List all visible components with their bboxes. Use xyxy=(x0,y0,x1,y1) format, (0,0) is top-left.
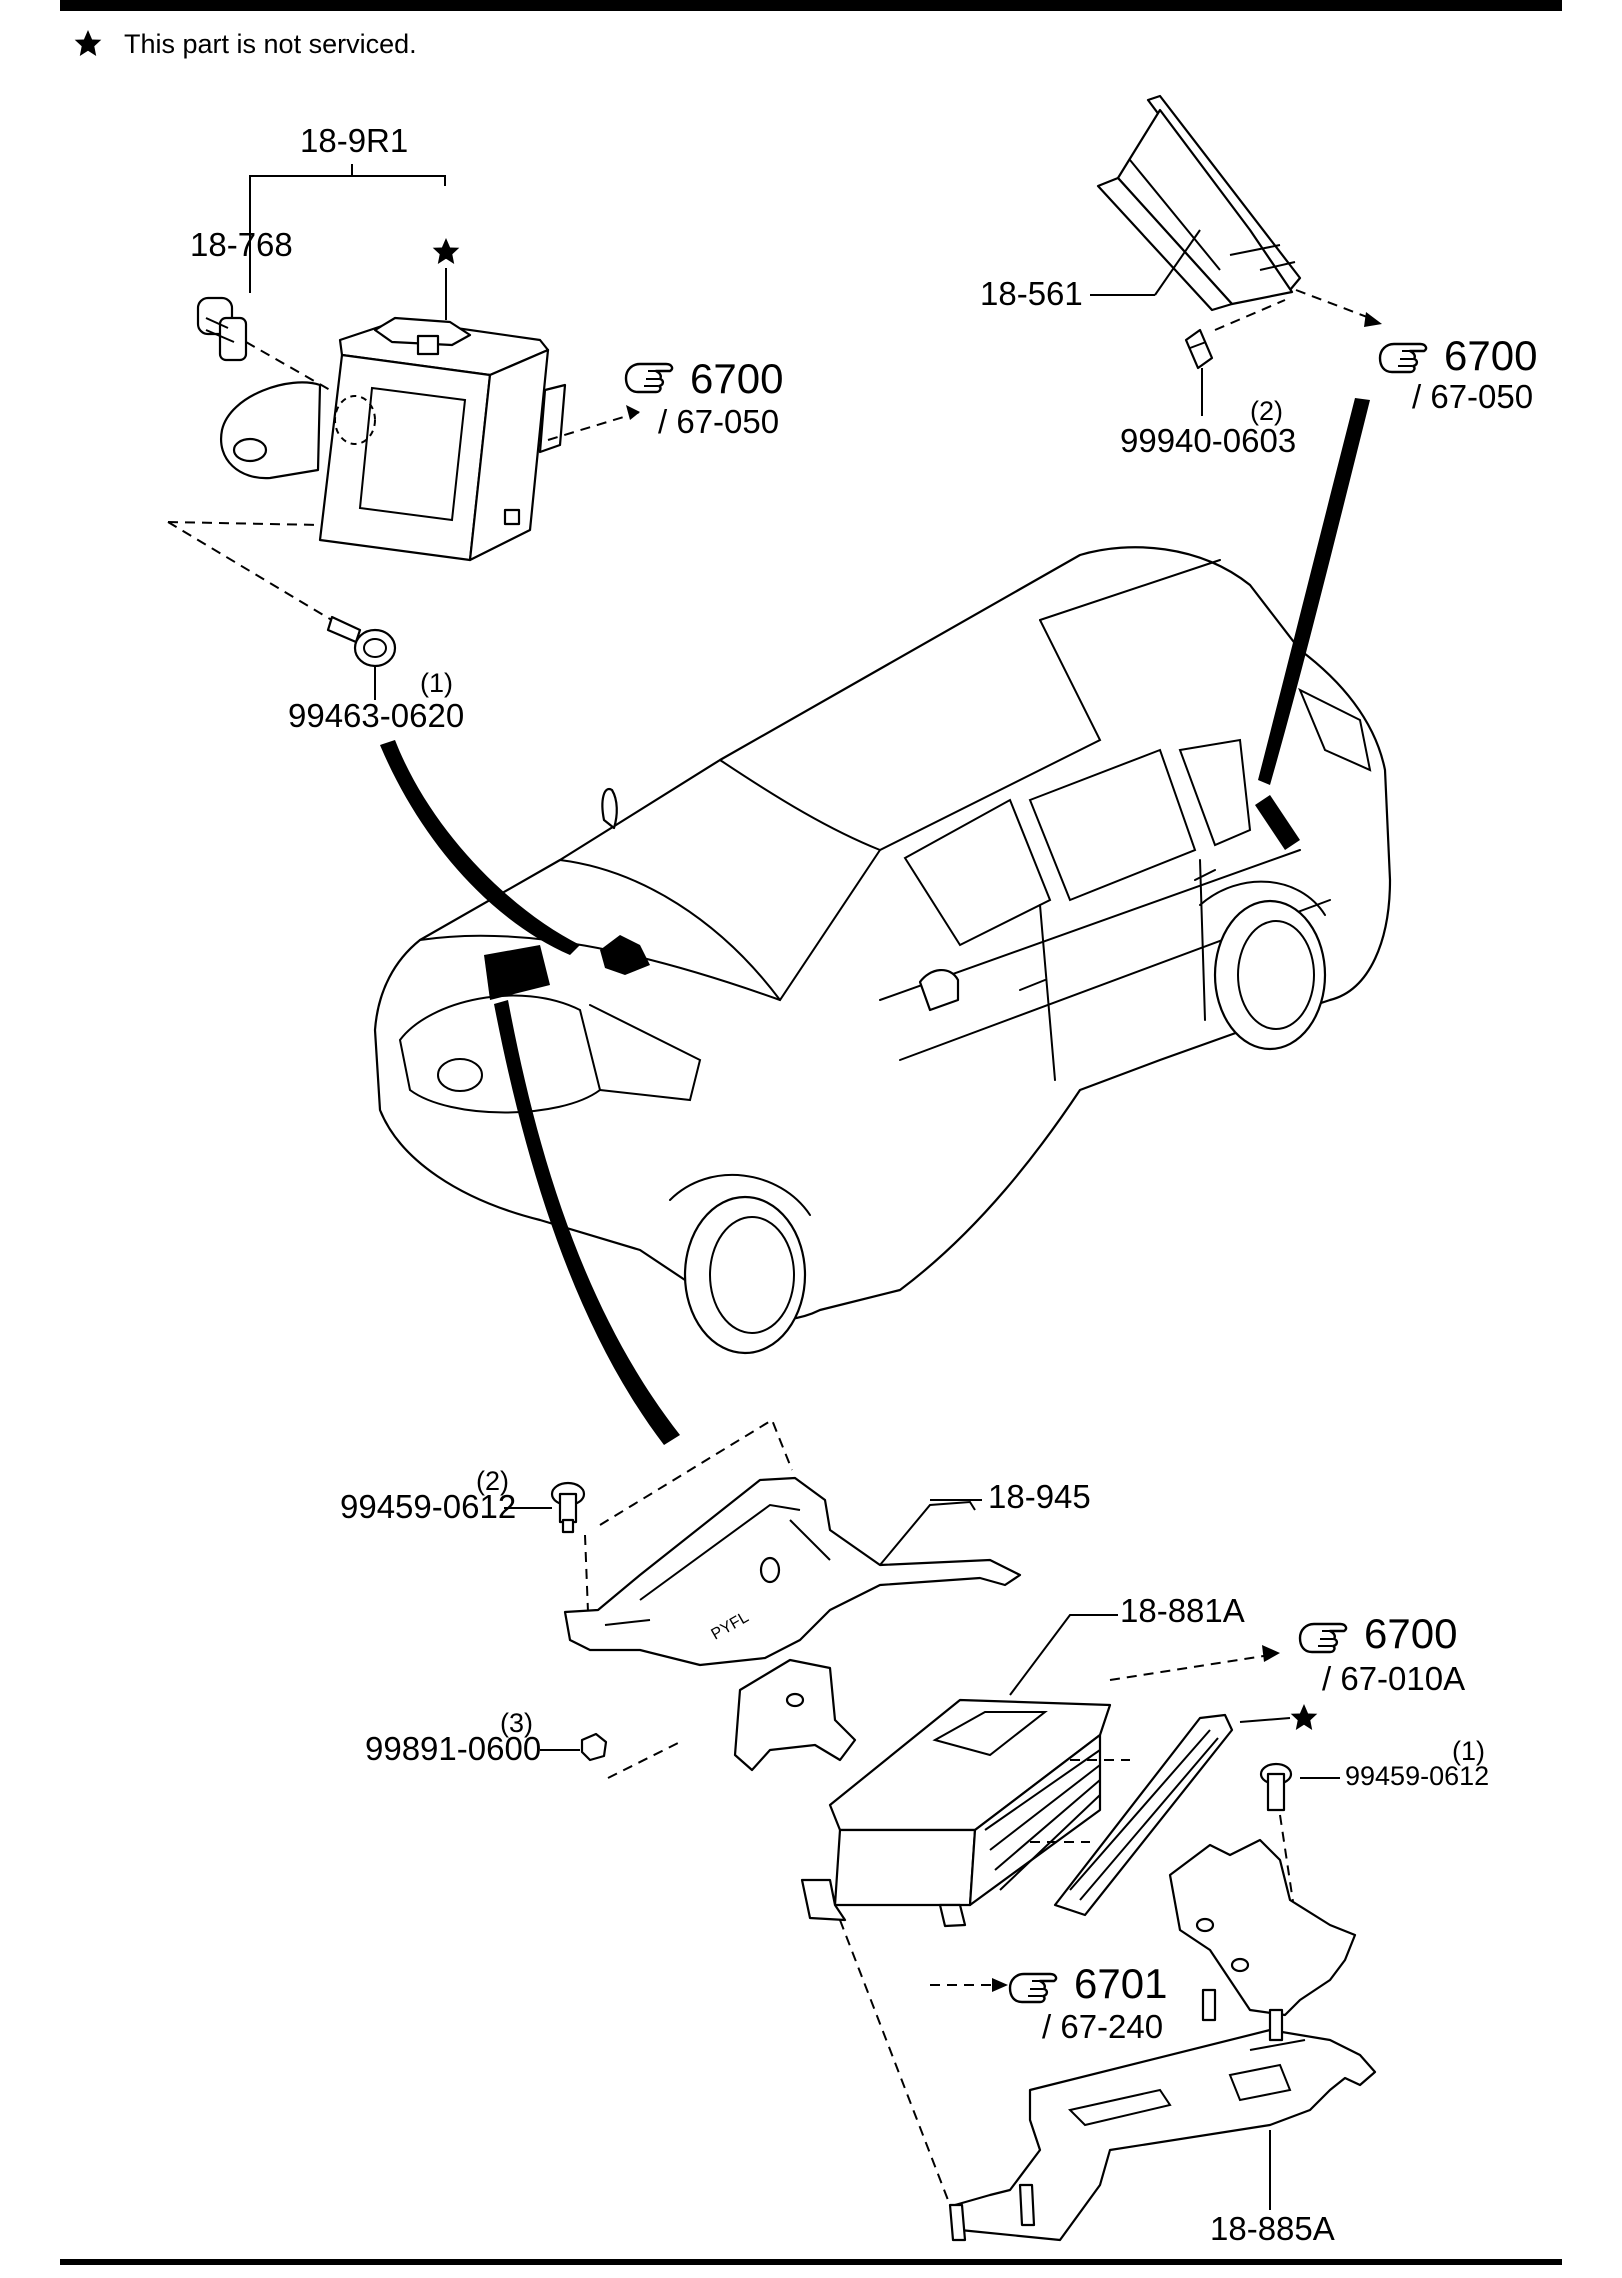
module-18-881A-assembly: (2) 99459-0612 PYFL 18-945 (3) 99891-060… xyxy=(340,1418,1489,2247)
bolt-99459-0612-right xyxy=(1259,1762,1293,1812)
label-18-768: 18-768 xyxy=(190,226,293,263)
location-marker-module-18-561 xyxy=(1255,795,1300,850)
qty-99891: (3) xyxy=(500,1708,533,1738)
qty-99940: (2) xyxy=(1250,396,1283,426)
star-icon xyxy=(1290,1704,1318,1730)
ref-6700-left: 6700 xyxy=(690,355,783,402)
pointer-arrow-left-top xyxy=(380,740,580,955)
ref-6701: 6701 xyxy=(1074,1960,1167,2007)
ref-6700-right: 6700 xyxy=(1444,332,1537,379)
label-18-885A: 18-885A xyxy=(1210,2210,1335,2247)
qty-99463: (1) xyxy=(420,668,453,698)
pointer-arrow-right xyxy=(1258,398,1370,785)
location-marker-module-18-881A xyxy=(484,945,550,1000)
pointing-hand-icon xyxy=(624,362,674,394)
ref-page-67-050-left: / 67-050 xyxy=(658,403,779,440)
ref-page-67-050-right: / 67-050 xyxy=(1412,378,1533,415)
module-18-561: 18-561 (2) 99940-0603 6700 / 67-050 xyxy=(980,94,1537,459)
label-18-561: 18-561 xyxy=(980,275,1083,312)
clip-18-768 xyxy=(196,296,248,362)
pointing-hand-icon xyxy=(1008,1972,1058,2004)
star-icon xyxy=(74,30,102,56)
bottom-rule xyxy=(60,2259,1562,2265)
vehicle-illustration xyxy=(373,546,1392,1355)
nut-99891-0600 xyxy=(580,1732,608,1762)
qty-99459-right: (1) xyxy=(1452,1736,1485,1766)
label-99891-0600: 99891-0600 xyxy=(365,1730,541,1767)
label-99459-0612-right: 99459-0612 xyxy=(1345,1761,1489,1791)
pointing-hand-icon xyxy=(1378,342,1428,374)
label-18-9R1: 18-9R1 xyxy=(300,122,408,159)
label-99940-0603: 99940-0603 xyxy=(1120,422,1296,459)
clip-99940-0603 xyxy=(1184,328,1214,416)
ref-page-67-010A: / 67-010A xyxy=(1322,1660,1465,1697)
pointing-hand-icon xyxy=(1298,1622,1348,1654)
ref-6700-lower: 6700 xyxy=(1364,1610,1457,1657)
label-18-881A: 18-881A xyxy=(1120,1592,1245,1629)
bolt-99459-0612-top xyxy=(550,1481,586,1534)
star-icon xyxy=(432,238,460,264)
label-99463-0620: 99463-0620 xyxy=(288,697,464,734)
module-18-9R1: 18-9R1 18-768 xyxy=(167,122,783,734)
ref-page-67-240: / 67-240 xyxy=(1042,2008,1163,2045)
label-99459-0612-top: 99459-0612 xyxy=(340,1488,516,1525)
label-18-945: 18-945 xyxy=(988,1478,1091,1515)
bolt-99463-0620 xyxy=(326,615,397,700)
top-rule xyxy=(60,0,1562,11)
location-marker-module-18-9R1 xyxy=(600,935,650,975)
legend-note: This part is not serviced. xyxy=(124,29,417,59)
pointer-arrow-lower xyxy=(494,1000,680,1445)
qty-99459-top: (2) xyxy=(476,1466,509,1496)
